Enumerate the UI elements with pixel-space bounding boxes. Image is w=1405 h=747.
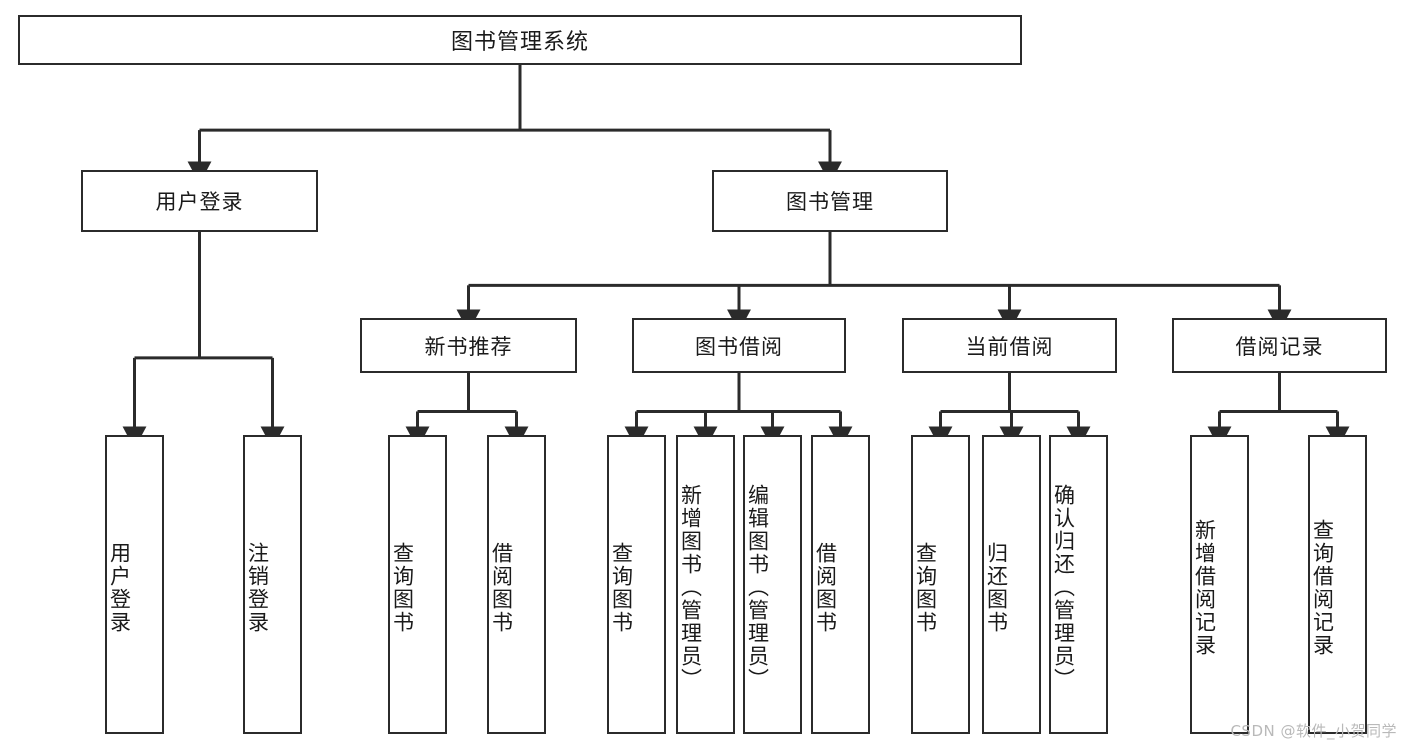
node-l-b1[interactable]: 借阅图书	[487, 435, 546, 734]
node-label: 借阅图书	[489, 541, 514, 634]
node-label: 新增图书（管理员）	[678, 484, 703, 691]
node-l-addrec[interactable]: 新增借阅记录	[1190, 435, 1249, 734]
node-records[interactable]: 借阅记录	[1172, 318, 1387, 373]
node-l-return[interactable]: 归还图书	[982, 435, 1041, 734]
node-label: 用户登录	[107, 541, 132, 634]
node-l-qrec[interactable]: 查询借阅记录	[1308, 435, 1367, 734]
node-l-q1[interactable]: 查询图书	[388, 435, 447, 734]
node-l-login[interactable]: 用户登录	[105, 435, 164, 734]
node-label: 图书管理系统	[450, 30, 589, 55]
node-login[interactable]: 用户登录	[81, 170, 318, 232]
node-label: 新书推荐	[424, 334, 513, 359]
node-label: 用户登录	[155, 190, 244, 214]
node-l-edit[interactable]: 编辑图书（管理员）	[743, 435, 802, 734]
node-l-confirm[interactable]: 确认归还（管理员）	[1049, 435, 1108, 734]
node-bookmgmt[interactable]: 图书管理	[712, 170, 948, 232]
node-label: 查询借阅记录	[1310, 518, 1335, 657]
node-l-q2[interactable]: 查询图书	[607, 435, 666, 734]
node-label: 新增借阅记录	[1192, 518, 1217, 657]
node-root[interactable]: 图书管理系统	[18, 15, 1022, 65]
node-label: 查询图书	[609, 541, 634, 634]
node-l-add[interactable]: 新增图书（管理员）	[676, 435, 735, 734]
watermark: CSDN @软件_小贺同学	[1230, 722, 1397, 740]
node-label: 编辑图书（管理员）	[745, 484, 770, 691]
node-label: 当前借阅	[965, 334, 1054, 359]
node-label: 借阅图书	[813, 541, 838, 634]
node-label: 查询图书	[913, 541, 938, 634]
node-l-logout[interactable]: 注销登录	[243, 435, 302, 734]
node-label: 图书借阅	[695, 334, 783, 359]
node-label: 图书管理	[786, 190, 874, 214]
node-borrow[interactable]: 图书借阅	[632, 318, 846, 373]
node-newbook[interactable]: 新书推荐	[360, 318, 577, 373]
node-l-q3[interactable]: 查询图书	[911, 435, 970, 734]
node-label: 查询图书	[390, 541, 415, 634]
node-label: 确认归还（管理员）	[1051, 484, 1076, 691]
node-l-b2[interactable]: 借阅图书	[811, 435, 870, 734]
node-label: 归还图书	[984, 541, 1009, 634]
node-label: 注销登录	[245, 541, 270, 634]
node-current[interactable]: 当前借阅	[902, 318, 1117, 373]
node-label: 借阅记录	[1235, 334, 1324, 359]
